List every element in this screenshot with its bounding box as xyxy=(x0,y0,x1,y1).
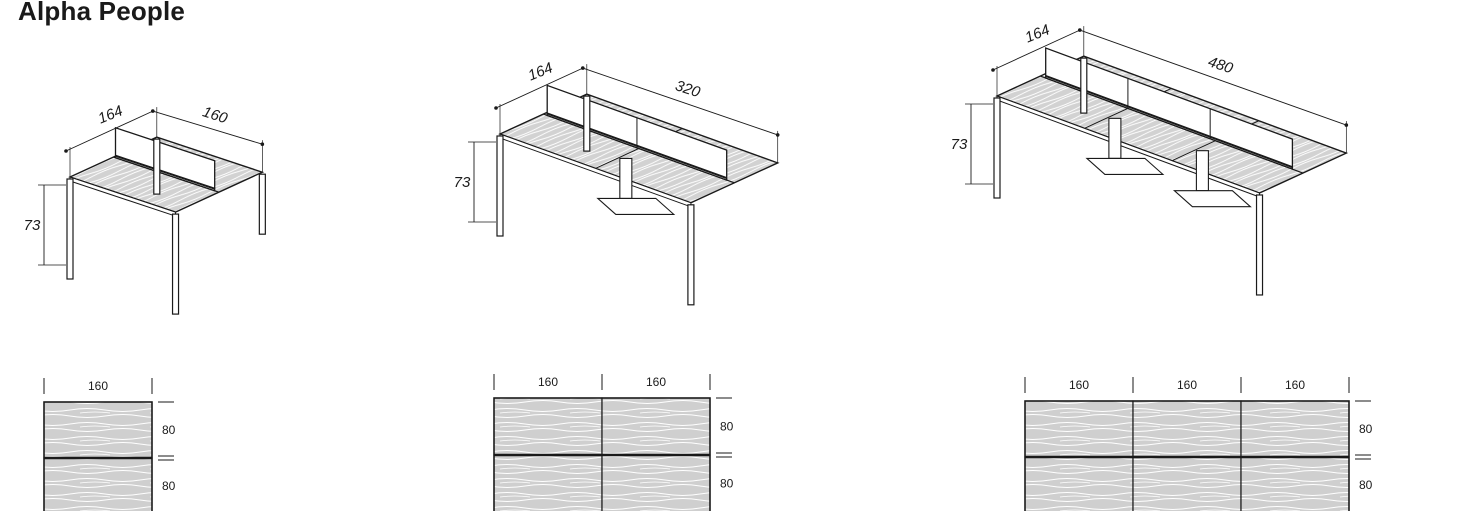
plan-depth-label: 80 xyxy=(720,477,734,491)
central-pedestal xyxy=(619,157,633,199)
height-dimension-label: 73 xyxy=(24,217,41,234)
plan-desk-module xyxy=(601,397,711,456)
depth-dimension-line xyxy=(65,110,153,152)
pedestal-base-plate xyxy=(596,197,676,215)
plan-depth-label: 80 xyxy=(1359,478,1373,492)
plan-depth-label: 80 xyxy=(720,420,734,434)
desk-plan-view: 160 80 80 xyxy=(43,378,176,511)
pedestal-base-plate xyxy=(1172,190,1252,208)
desk-plan-view: 160 160 160 80 80 xyxy=(1024,377,1373,511)
plan-desk-module xyxy=(1024,456,1134,511)
length-dimension-line xyxy=(152,110,263,145)
depth-dimension-label: 164 xyxy=(96,102,126,127)
plan-depth-label: 80 xyxy=(1359,422,1373,436)
desk-leg xyxy=(1080,57,1088,114)
dimension-tick xyxy=(260,142,265,146)
central-pedestal xyxy=(1108,117,1122,159)
plan-desk-module xyxy=(43,401,153,459)
desk-leg xyxy=(258,173,266,235)
desk-iso-view: 164 160 73 xyxy=(24,102,266,315)
plan-width-label: 160 xyxy=(1285,378,1305,392)
depth-dimension-line xyxy=(992,29,1080,71)
plan-width-label: 160 xyxy=(1069,378,1089,392)
desk-leg xyxy=(496,135,504,237)
central-pedestal xyxy=(1195,150,1209,192)
plan-outline xyxy=(43,401,153,511)
desk-leg xyxy=(687,204,695,306)
dimension-tick xyxy=(151,109,155,113)
length-dimension-line xyxy=(582,67,778,136)
plan-desk-module xyxy=(1240,400,1350,458)
desk-leg xyxy=(66,178,74,280)
desk-leg xyxy=(1255,194,1264,296)
depth-dimension-label: 164 xyxy=(1023,21,1053,46)
length-dimension-label: 480 xyxy=(1206,53,1236,77)
plan-desk-module xyxy=(1240,456,1350,511)
privacy-screen xyxy=(114,126,216,192)
plan-desk-module xyxy=(601,454,711,511)
plan-desk-module xyxy=(1132,456,1242,511)
page-title: Alpha People xyxy=(18,0,186,26)
privacy-screen-rail xyxy=(115,154,216,190)
dimension-tick xyxy=(775,133,780,137)
length-dimension-label: 320 xyxy=(673,77,703,101)
plan-outline xyxy=(1024,400,1350,511)
plan-desk-module xyxy=(43,457,153,511)
desk-leg xyxy=(993,97,1001,199)
plan-desk-module xyxy=(1024,400,1134,458)
desk-iso-view: 164 480 73 xyxy=(951,21,1349,296)
depth-dimension-label: 164 xyxy=(526,59,556,84)
desk-plan-view: 160 160 80 80 xyxy=(493,374,734,511)
desk-iso-view: 164 320 73 xyxy=(454,59,780,306)
plan-desk-module xyxy=(1132,400,1242,458)
dimension-tick xyxy=(581,66,585,70)
plan-depth-label: 80 xyxy=(162,423,176,437)
dimension-tick xyxy=(494,106,498,110)
dimension-tick xyxy=(64,149,68,153)
pedestal-base-plate xyxy=(1085,157,1165,175)
desk-leg xyxy=(153,138,161,195)
height-dimension-label: 73 xyxy=(951,136,968,153)
plan-width-label: 160 xyxy=(646,375,666,389)
length-dimension-line xyxy=(1079,29,1347,126)
desk-leg xyxy=(171,213,180,315)
plan-width-label: 160 xyxy=(88,379,108,393)
plan-width-label: 160 xyxy=(538,375,558,389)
plan-desk-module xyxy=(493,454,603,511)
plan-width-label: 160 xyxy=(1177,378,1197,392)
plan-outline xyxy=(493,397,711,511)
dimension-tick xyxy=(991,68,995,72)
height-dimension-label: 73 xyxy=(454,174,471,191)
length-dimension-label: 160 xyxy=(200,103,230,127)
depth-dimension-line xyxy=(495,67,583,109)
plan-desk-module xyxy=(493,397,603,456)
desk-leg xyxy=(583,95,591,152)
plan-depth-label: 80 xyxy=(162,479,176,493)
dimension-tick xyxy=(1344,123,1349,127)
